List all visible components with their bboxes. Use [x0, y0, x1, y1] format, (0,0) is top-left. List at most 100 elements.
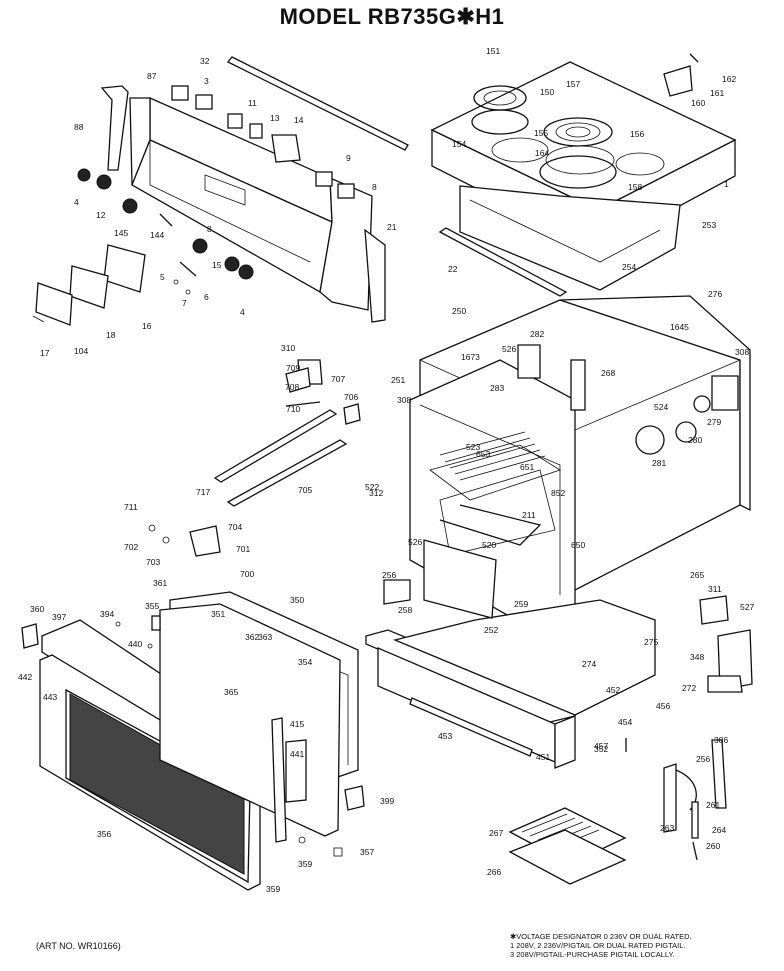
part-number-label: 263 [660, 823, 674, 833]
part-number-label: 12 [96, 210, 106, 220]
broiler-pan-assembly [508, 807, 627, 885]
part-number-label: 707 [331, 374, 345, 384]
part-number-label: 355 [145, 601, 159, 611]
part-number-label: 312 [369, 488, 383, 498]
part-number-label: 717 [196, 487, 210, 497]
part-number-label: 308 [397, 395, 411, 405]
part-number-label: 252 [484, 625, 498, 635]
part-number-label: 708 [285, 382, 299, 392]
part-number-label: 264 [712, 825, 726, 835]
oven-door-assembly [21, 591, 365, 891]
part-number-label: 451 [536, 752, 550, 762]
part-number-label: 6 [204, 292, 209, 302]
part-number-label: 280 [688, 435, 702, 445]
part-number-label: 145 [114, 228, 128, 238]
part-number-label: 311 [708, 584, 722, 594]
part-number-label: 161 [710, 88, 724, 98]
part-number-label: 8 [207, 224, 212, 234]
part-number-label: 1645 [670, 322, 689, 332]
part-number-label: 22 [448, 264, 458, 274]
part-number-label: 650 [571, 540, 585, 550]
part-number-label: 651 [520, 462, 534, 472]
part-number-label: 256 [382, 570, 396, 580]
part-number-label: 18 [106, 330, 116, 340]
part-number-label: 394 [100, 609, 114, 619]
part-number-label: 17 [40, 348, 50, 358]
part-number-label: 706 [344, 392, 358, 402]
voltage-notes: ✱VOLTAGE DESIGNATOR 0 236V OR DUAL RATED… [510, 932, 780, 959]
part-number-label: 253 [702, 220, 716, 230]
part-number-label: 709 [286, 363, 300, 373]
part-number-label: 254 [622, 262, 636, 272]
part-number-label: 354 [298, 657, 312, 667]
part-number-label: 362 [245, 632, 259, 642]
part-number-label: 274 [582, 659, 596, 669]
part-number-label: 279 [707, 417, 721, 427]
note-line: ✱VOLTAGE DESIGNATOR 0 236V OR DUAL RATED… [510, 932, 692, 941]
part-number-label: 359 [266, 884, 280, 894]
part-number-label: 711 [124, 502, 138, 512]
part-number-label: 260 [706, 841, 720, 851]
part-number-label: 104 [74, 346, 88, 356]
part-number-label: 520 [482, 540, 496, 550]
part-number-label: 702 [124, 542, 138, 552]
part-number-label: 359 [298, 859, 312, 869]
control-panel-assembly [32, 56, 409, 326]
part-number-label: 397 [52, 612, 66, 622]
part-number-label: 259 [514, 599, 528, 609]
part-number-label: 852 [551, 488, 565, 498]
part-number-label: 281 [652, 458, 666, 468]
art-number: (ART NO. WR10166) [36, 941, 121, 951]
part-number-label: 705 [298, 485, 312, 495]
part-number-label: 1 [724, 179, 729, 189]
part-number-label: 526 [502, 344, 516, 354]
part-number-label: 350 [290, 595, 304, 605]
part-number-label: 352 [594, 744, 608, 754]
part-number-label: 162 [722, 74, 736, 84]
door-hinge-assembly [663, 739, 727, 861]
part-number-label: 267 [489, 828, 503, 838]
part-number-label: 351 [211, 609, 225, 619]
part-number-label: 5 [160, 272, 165, 282]
part-number-label: 14 [294, 115, 304, 125]
part-number-label: 266 [487, 867, 501, 877]
part-number-label: 523 [466, 442, 480, 452]
part-number-label: 522 [365, 482, 379, 492]
part-number-label: 8 [372, 182, 377, 192]
part-number-label: 15 [212, 260, 222, 270]
part-number-label: 157 [566, 79, 580, 89]
part-number-label: 154 [452, 139, 466, 149]
cooktop-assembly [430, 53, 737, 297]
part-number-label: 457 [594, 741, 608, 751]
part-number-label: 361 [153, 578, 167, 588]
part-number-label: 164 [535, 148, 549, 158]
part-number-label: 16 [142, 321, 152, 331]
part-number-label: 4 [240, 307, 245, 317]
part-number-label: 11 [248, 98, 257, 108]
part-number-label: 653 [476, 449, 490, 459]
part-number-label: 160 [691, 98, 705, 108]
part-number-label: 441 [290, 749, 304, 759]
part-number-label: 701 [236, 544, 250, 554]
part-number-label: 363 [258, 632, 272, 642]
part-number-label: 13 [270, 113, 280, 123]
part-number-label: 265 [690, 570, 704, 580]
note-line: 3 208V/PIGTAIL-PURCHASE PIGTAIL LOCALLY. [510, 950, 675, 959]
part-number-label: 1673 [461, 352, 480, 362]
part-number-label: 452 [606, 685, 620, 695]
part-number-label: 156 [630, 129, 644, 139]
part-number-label: 211 [522, 510, 536, 520]
part-number-label: 399 [380, 796, 394, 806]
part-number-label: 272 [682, 683, 696, 693]
part-number-label: 710 [286, 404, 300, 414]
part-number-label: 704 [228, 522, 242, 532]
part-number-label: 357 [360, 847, 374, 857]
part-number-label: 155 [534, 128, 548, 138]
part-number-label: 453 [438, 731, 452, 741]
part-number-label: 356 [97, 829, 111, 839]
part-number-label: 360 [30, 604, 44, 614]
part-number-label: 700 [240, 569, 254, 579]
part-number-label: 276 [708, 289, 722, 299]
part-number-label: 526 [408, 537, 422, 547]
